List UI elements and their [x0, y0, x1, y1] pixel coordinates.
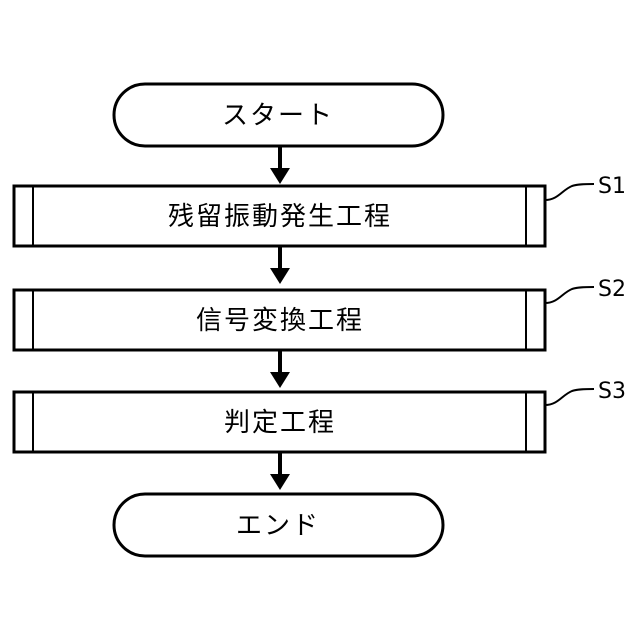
step-s2-id: S2	[598, 277, 626, 302]
step-s1-callout: S1	[545, 174, 626, 200]
arrow-start-to-s1	[270, 146, 290, 184]
process-step-s3: 判定工程	[14, 392, 545, 452]
process-step-s2: 信号変換工程	[14, 290, 545, 350]
start-label: スタート	[222, 101, 334, 131]
start-terminator: スタート	[114, 84, 443, 146]
end-terminator: エンド	[114, 494, 443, 556]
arrow-s2-to-s3	[270, 350, 290, 388]
step-s1-label: 残留振動発生工程	[168, 202, 392, 232]
step-s3-label: 判定工程	[224, 408, 336, 438]
step-s3-callout: S3	[545, 379, 626, 405]
end-label: エンド	[236, 511, 320, 541]
step-s2-label: 信号変換工程	[196, 306, 364, 336]
step-s1-id: S1	[598, 174, 626, 199]
step-s2-callout: S2	[545, 277, 626, 303]
arrow-s1-to-s2	[270, 246, 290, 284]
step-s3-id: S3	[598, 379, 626, 404]
arrow-s3-to-end	[270, 452, 290, 490]
process-step-s1: 残留振動発生工程	[14, 186, 545, 246]
